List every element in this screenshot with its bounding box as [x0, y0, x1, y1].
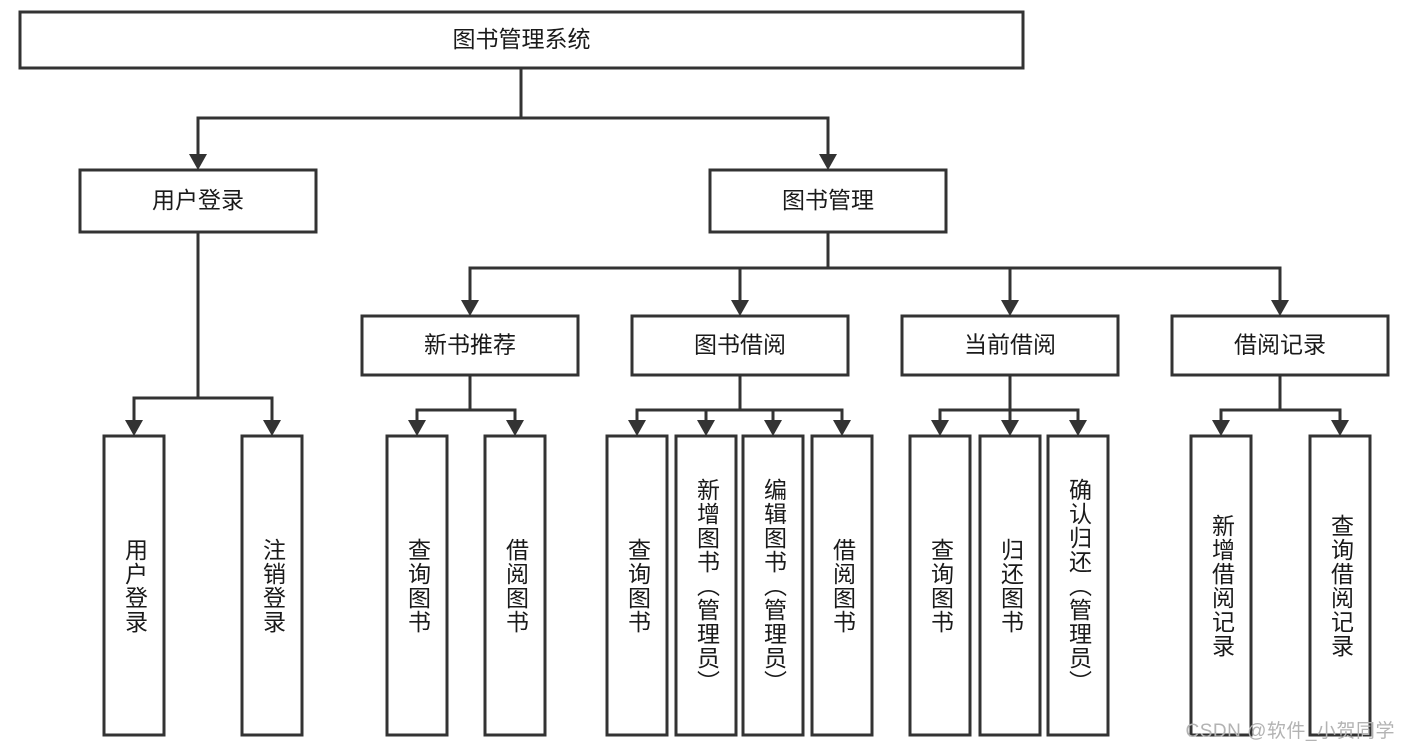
- arrow-head-icon: [1331, 420, 1349, 436]
- arrow-head-icon: [263, 420, 281, 436]
- arrow-head-icon: [1271, 300, 1289, 316]
- arrow-head-icon: [731, 300, 749, 316]
- arrow-head-icon: [1001, 300, 1019, 316]
- node-box: [385, 434, 449, 737]
- node-box: [810, 434, 874, 737]
- node-box: [908, 434, 972, 737]
- leaf-node-6[interactable]: [674, 434, 738, 737]
- arrow-head-icon: [697, 420, 715, 436]
- leaf-node-8[interactable]: [810, 434, 874, 737]
- node-box: [605, 434, 669, 737]
- node-box: [900, 314, 1120, 377]
- level3-node-4[interactable]: [1170, 314, 1390, 377]
- level3-node-2[interactable]: [630, 314, 850, 377]
- arrow-head-icon: [461, 300, 479, 316]
- node-box: [978, 434, 1042, 737]
- edges-layer: [125, 66, 1349, 436]
- node-box: [1189, 434, 1253, 737]
- arrow-head-icon: [819, 154, 837, 170]
- node-box: [1308, 434, 1372, 737]
- node-label: 图书管理: [782, 187, 874, 213]
- node-box: [1046, 434, 1110, 737]
- leaf-node-7[interactable]: [741, 434, 805, 737]
- leaf-node-1[interactable]: [102, 434, 166, 737]
- arrow-head-icon: [931, 420, 949, 436]
- level2-node-1[interactable]: [78, 168, 318, 234]
- leaf-node-9[interactable]: [908, 434, 972, 737]
- node-box: [78, 168, 318, 234]
- node-label: 图书管理系统: [453, 26, 591, 52]
- node-box: [708, 168, 948, 234]
- leaf-node-4[interactable]: [483, 434, 547, 737]
- leaf-node-3[interactable]: [385, 434, 449, 737]
- arrow-head-icon: [1212, 420, 1230, 436]
- leaf-node-5[interactable]: [605, 434, 669, 737]
- node-box: [18, 10, 1025, 70]
- arrow-head-icon: [764, 420, 782, 436]
- arrow-head-icon: [125, 420, 143, 436]
- node-box: [741, 434, 805, 737]
- node-box: [483, 434, 547, 737]
- level3-node-1[interactable]: [360, 314, 580, 377]
- arrow-head-icon: [189, 154, 207, 170]
- arrow-head-icon: [833, 420, 851, 436]
- root-node-1[interactable]: [18, 10, 1025, 70]
- arrow-head-icon: [506, 420, 524, 436]
- node-box: [1170, 314, 1390, 377]
- leaf-node-13[interactable]: [1308, 434, 1372, 737]
- leaf-node-11[interactable]: [1046, 434, 1110, 737]
- level3-node-3[interactable]: [900, 314, 1120, 377]
- node-box: [240, 434, 304, 737]
- csdn-watermark: CSDN @软件_小贺同学: [1185, 721, 1395, 742]
- node-label: 当前借阅: [964, 332, 1056, 358]
- node-box: [674, 434, 738, 737]
- node-label: 借阅记录: [1234, 332, 1326, 358]
- arrow-head-icon: [408, 420, 426, 436]
- node-label: 图书借阅: [694, 332, 786, 358]
- node-box: [360, 314, 580, 377]
- nodes-layer: [18, 10, 1390, 737]
- arrow-head-icon: [1069, 420, 1087, 436]
- node-label: 用户登录: [152, 187, 244, 213]
- level2-node-2[interactable]: [708, 168, 948, 234]
- leaf-node-10[interactable]: [978, 434, 1042, 737]
- node-label: 新书推荐: [424, 332, 516, 358]
- node-box: [630, 314, 850, 377]
- leaf-node-12[interactable]: [1189, 434, 1253, 737]
- arrow-head-icon: [1001, 420, 1019, 436]
- node-box: [102, 434, 166, 737]
- arrow-head-icon: [628, 420, 646, 436]
- leaf-node-2[interactable]: [240, 434, 304, 737]
